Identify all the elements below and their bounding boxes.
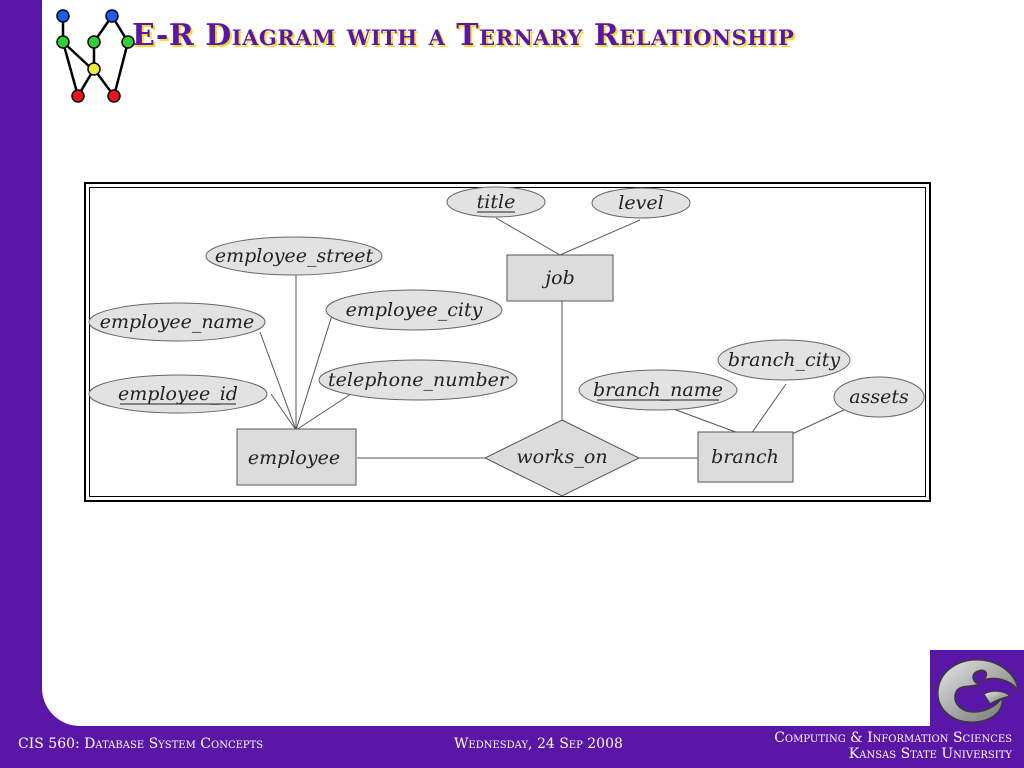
- entity-branch-label: branch: [711, 446, 779, 468]
- attribute-employee-name-label: employee_name: [100, 311, 255, 333]
- footer-course: CIS 560: Database System Concepts: [18, 736, 264, 752]
- attribute-assets: [833, 376, 925, 418]
- attribute-level: [591, 187, 691, 219]
- attribute-branch-city-label: branch_city: [728, 349, 841, 371]
- attribute-employee-name: [88, 302, 266, 342]
- attribute-telephone-number: [318, 359, 518, 401]
- attribute-title: [446, 186, 546, 218]
- attribute-employee-city-label: employee_city: [346, 299, 483, 321]
- footer-department: Computing & Information Sciences: [774, 730, 1012, 746]
- ksu-wildcat-logo-icon: [930, 650, 1024, 726]
- attribute-level-label: level: [618, 192, 663, 214]
- attribute-branch-city: [717, 339, 851, 381]
- entity-employee: [236, 428, 357, 486]
- footer-university: Kansas State University: [848, 746, 1012, 762]
- relationship-works-on: [483, 419, 641, 497]
- attribute-employee-city: [325, 289, 503, 331]
- relationship-works-on-label: works_on: [516, 446, 607, 468]
- attribute-assets-label: assets: [849, 386, 909, 408]
- er-diagram-frame: title level employee_street employee_cit…: [84, 182, 931, 502]
- attribute-employee-street-label: employee_street: [215, 245, 374, 267]
- entity-job-label: job: [541, 267, 575, 289]
- attribute-branch-name-label: branch_name: [593, 379, 723, 401]
- slide-title: E-R Diagram with a Ternary Relationship: [132, 18, 795, 53]
- footer-date: Wednesday, 24 Sep 2008: [454, 736, 623, 752]
- attribute-telephone-number-label: telephone_number: [328, 369, 510, 391]
- attribute-title-label: title: [477, 191, 516, 213]
- attribute-employee-id-label: employee_id: [118, 383, 238, 405]
- graph-logo-icon: [56, 9, 135, 103]
- attribute-employee-street: [205, 236, 383, 276]
- entity-job: [506, 254, 614, 302]
- entity-employee-label: employee: [248, 447, 340, 469]
- entity-branch: [697, 431, 794, 483]
- er-diagram: title level employee_street employee_cit…: [88, 186, 925, 497]
